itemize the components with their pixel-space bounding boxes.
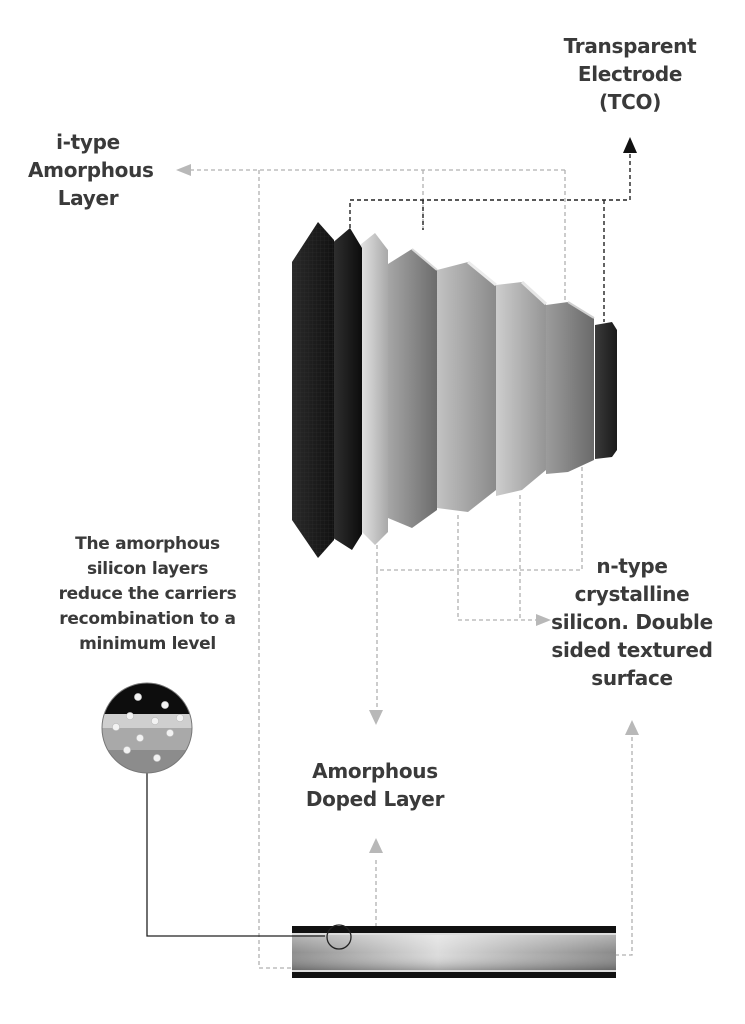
arrow-up-n-type (625, 720, 639, 735)
label-n-type-crystalline: n-type crystalline silicon. Double sided… (546, 552, 718, 692)
label-note-line5: minimum level (79, 634, 216, 654)
label-note-line2: silicon layers (86, 559, 209, 579)
layer-i-amorphous-back (546, 302, 594, 474)
label-note-line1: The amorphous (75, 534, 220, 554)
label-recombination-note: The amorphous silicon layers reduce the … (55, 532, 240, 657)
cross-section-bar (292, 926, 616, 978)
layer-n-crystalline-3 (496, 282, 546, 496)
label-i-type-line2: Amorphous (28, 158, 154, 182)
label-tco-line1: Transparent (563, 34, 697, 58)
label-tco-line3: (TCO) (598, 90, 662, 114)
label-amorphous-doped-layer: Amorphous Doped Layer (300, 757, 450, 813)
label-doped-line2: Doped Layer (305, 787, 445, 811)
layer-back-electrode (595, 322, 617, 459)
label-note-line4: recombination to a (59, 609, 236, 629)
label-doped-line1: Amorphous (312, 759, 438, 783)
label-note-line3: reduce the carriers (58, 584, 237, 604)
layer-doped-amorphous (330, 228, 362, 550)
arrowheads (176, 137, 639, 853)
arrow-left-i-type (176, 164, 191, 176)
label-i-type-line3: Layer (57, 186, 119, 210)
label-tco: Transparent Electrode (TCO) (555, 32, 705, 116)
layer-n-crystalline-2 (437, 262, 496, 512)
label-n-type-line1: n-type (596, 554, 668, 578)
arrow-up-doped (369, 838, 383, 853)
magnified-layers-circle (102, 683, 192, 773)
arrow-down-doped (369, 710, 383, 725)
label-n-type-line3: silicon. Double (551, 610, 713, 634)
layer-n-crystalline-1 (388, 249, 437, 528)
arrow-right-n-type (536, 614, 551, 626)
label-i-type-line1: i-type (56, 130, 120, 154)
arrow-up-tco (623, 137, 637, 153)
magnifier-ring (326, 924, 352, 950)
label-n-type-line4: sided textured (551, 638, 713, 662)
magnifier-connector (146, 773, 352, 950)
label-tco-line2: Electrode (577, 62, 683, 86)
layer-i-amorphous (360, 233, 388, 545)
label-n-type-line5: surface (591, 666, 673, 690)
layer-stack (292, 222, 617, 558)
label-n-type-line2: crystalline (574, 582, 690, 606)
label-i-type-amorphous-layer: i-type Amorphous Layer (28, 128, 154, 212)
dashed-lines-dark (349, 152, 631, 322)
